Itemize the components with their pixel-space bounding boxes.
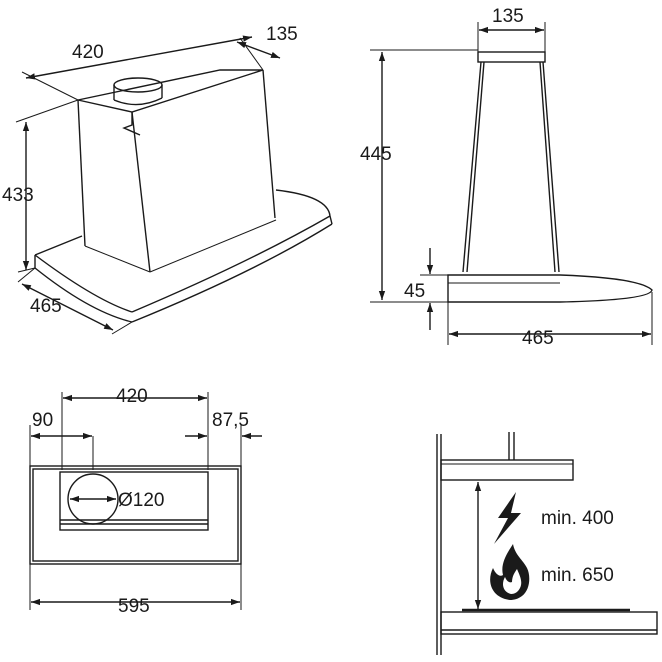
gas-min-label: min. 650 — [541, 565, 614, 586]
install-cooktop — [440, 608, 658, 635]
bottom-left-label: 90 — [32, 410, 53, 431]
bottom-width-label: 595 — [118, 596, 150, 617]
install-view: min. 400 min. 650 — [436, 432, 658, 655]
side-thickness-label: 45 — [404, 281, 425, 302]
bottom-dim-width: 595 — [29, 564, 242, 617]
flame-icon — [490, 544, 530, 600]
iso-dim-height: 433 — [2, 99, 79, 273]
side-chimney — [462, 51, 560, 273]
bottom-right-label: 87,5 — [212, 410, 249, 431]
iso-depth-label: 135 — [266, 24, 298, 45]
install-hood — [440, 432, 574, 481]
isometric-view: 420 135 433 465 — [2, 24, 333, 335]
bottom-dim-right: 87,5 — [185, 410, 262, 466]
iso-height-label: 433 — [2, 185, 34, 206]
iso-chimney — [77, 69, 276, 273]
iso-dim-width: 420 — [21, 35, 264, 101]
side-dim-canopy: 465 — [447, 292, 653, 349]
bottom-view: Ø120 420 90 87,5 595 — [29, 386, 262, 617]
electric-min-label: min. 400 — [541, 508, 614, 529]
iso-dim-canopy: 465 — [17, 267, 133, 335]
bottom-outlet-plate — [59, 471, 209, 531]
lightning-icon — [494, 492, 521, 544]
side-chimney-label: 135 — [492, 6, 524, 27]
side-canopy — [447, 274, 653, 303]
iso-dim-depth: 135 — [236, 24, 298, 59]
bottom-outlet-label: 420 — [116, 386, 148, 407]
iso-width-label: 420 — [72, 42, 104, 63]
duct-diameter-label: Ø120 — [118, 490, 164, 511]
side-view: 135 445 45 465 — [360, 6, 653, 349]
iso-canopy — [34, 189, 333, 323]
bottom-outline — [29, 465, 242, 565]
side-height-label: 445 — [360, 144, 392, 165]
duct-circle — [67, 473, 119, 525]
bottom-dim-left: 90 — [29, 410, 92, 466]
iso-canopy-label: 465 — [30, 296, 62, 317]
bottom-dim-outlet: 420 — [61, 386, 209, 470]
side-dim-thickness: 45 — [404, 248, 448, 330]
side-dim-height: 445 — [360, 49, 478, 303]
side-canopy-label: 465 — [522, 328, 554, 349]
side-dim-chimney: 135 — [477, 6, 546, 52]
